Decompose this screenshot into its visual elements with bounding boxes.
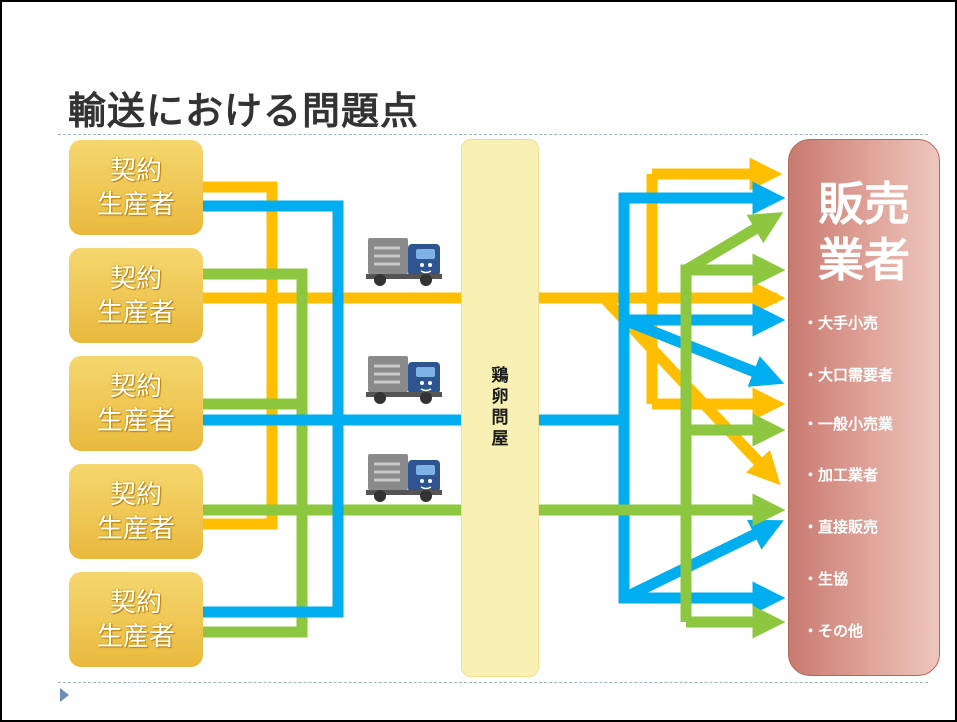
truck-icon [366, 238, 442, 286]
producer-label-line2: 生産者 [96, 513, 175, 544]
producer-box: 契約 生産者 [69, 572, 203, 667]
producer-label-line1: 契約 [109, 479, 162, 510]
retailer-box: 販売 業者 ・大手小売 ・大口需要者 ・一般小売業 ・加工業者 ・直接販売 ・生… [788, 139, 940, 676]
flow-blue-right [537, 181, 786, 426]
bottom-divider [58, 682, 928, 683]
wholesaler-char: 卵 [491, 387, 509, 407]
retailer-item: ・大口需要者 [803, 366, 894, 384]
flow-green-right-b [683, 212, 784, 275]
producer-label-line1: 契約 [109, 587, 162, 618]
wholesaler-char: 鶏 [491, 366, 509, 386]
retailer-title-line1: 販売 [818, 177, 910, 231]
producer-label-line1: 契約 [109, 263, 162, 294]
retailer-item: ・一般小売業 [803, 415, 894, 433]
wholesaler-box: 鶏 卵 問 屋 [461, 139, 539, 677]
flow-blue-right-d [621, 519, 784, 603]
flow-yellow-left [203, 181, 461, 530]
retailer-item: ・その他 [803, 622, 864, 640]
bullet-triangle-icon [60, 688, 69, 702]
producer-label-line2: 生産者 [96, 189, 175, 220]
producer-box: 契約 生産者 [69, 140, 203, 235]
top-divider [58, 134, 928, 135]
producer-label-line1: 契約 [109, 155, 162, 186]
wholesaler-char: 問 [491, 408, 509, 428]
flow-green-left [203, 268, 461, 638]
truck-icon [366, 356, 442, 404]
retailer-item: ・大手小売 [803, 314, 879, 332]
producer-box: 契約 生産者 [69, 464, 203, 559]
retailer-item: ・直接販売 [803, 518, 879, 536]
page-title: 輸送における問題点 [68, 88, 420, 133]
retailer-title-line2: 業者 [818, 233, 910, 287]
producer-box: 契約 生産者 [69, 356, 203, 451]
flow-blue-left [203, 200, 461, 618]
producer-label-line2: 生産者 [96, 621, 175, 652]
producer-box: 契約 生産者 [69, 248, 203, 343]
retailer-item: ・加工業者 [803, 466, 879, 484]
wholesaler-char: 屋 [491, 429, 509, 449]
producer-label-line1: 契約 [109, 371, 162, 402]
producer-label-line2: 生産者 [96, 297, 175, 328]
flow-blue-right-b [621, 314, 785, 387]
truck-icon [366, 454, 442, 502]
retailer-item: ・生協 [803, 570, 849, 588]
producer-label-line2: 生産者 [96, 405, 175, 436]
